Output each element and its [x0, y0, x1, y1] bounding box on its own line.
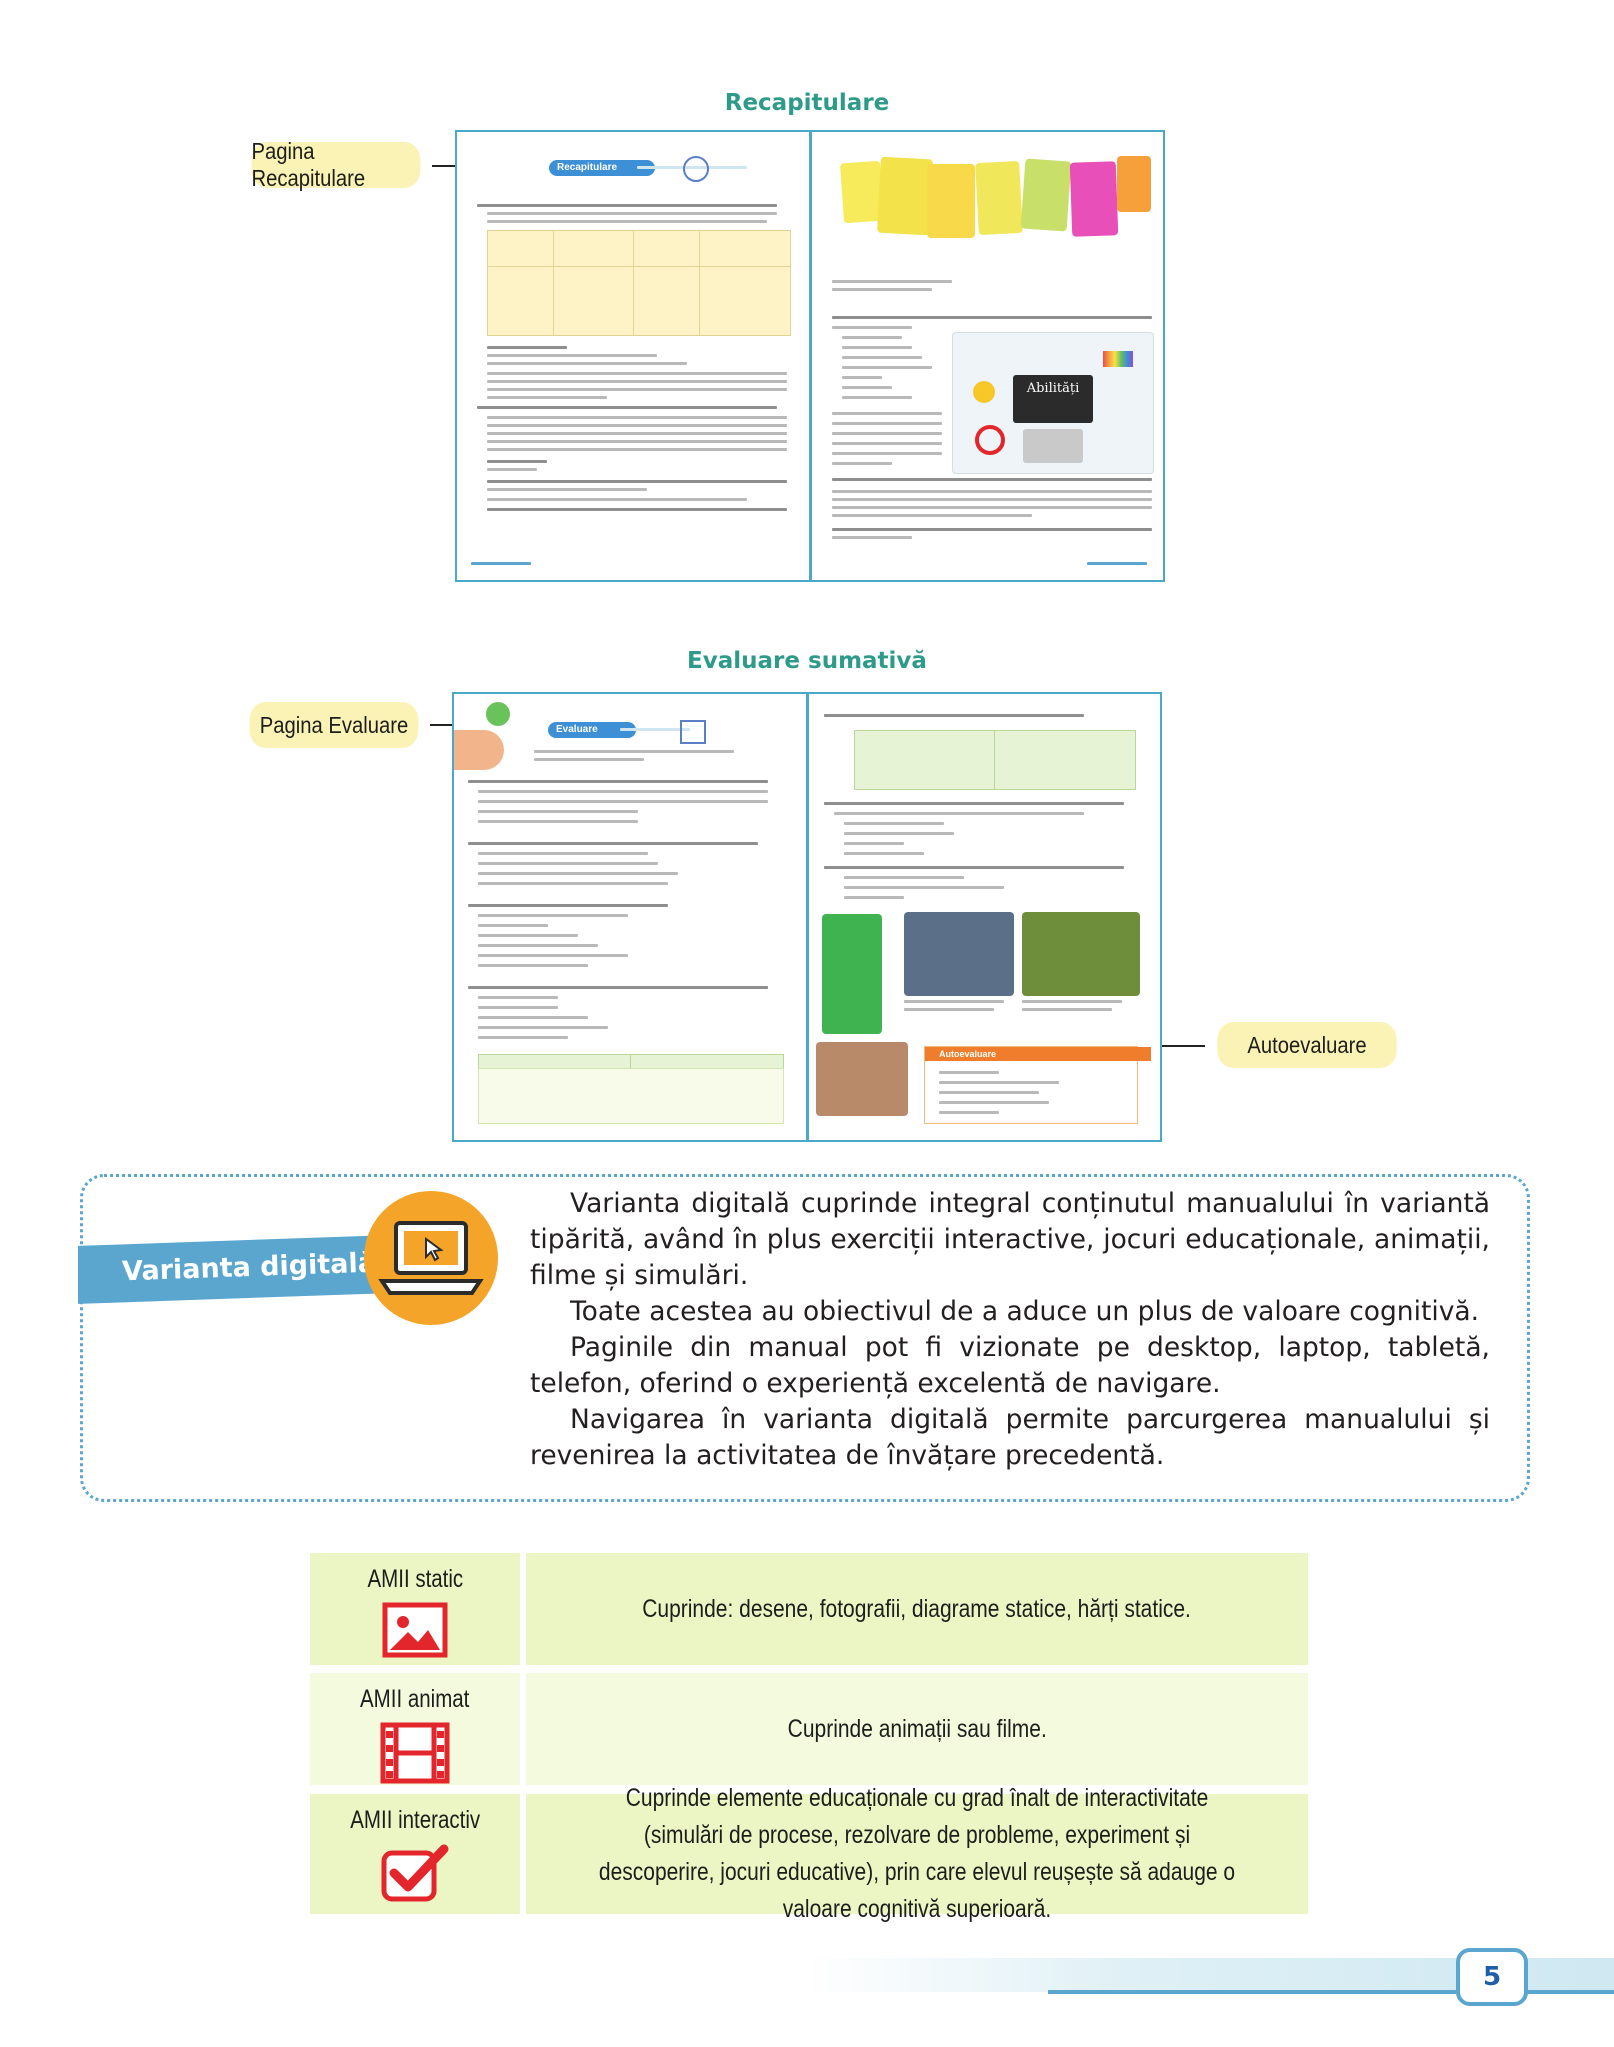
- amii-interactive-label: AMII interactiv: [350, 1806, 480, 1834]
- checkbox-icon: [381, 1844, 449, 1902]
- digital-paragraph: Varianta digitală cuprinde integral conț…: [530, 1188, 1490, 1291]
- film-icon: [380, 1722, 450, 1784]
- sticky-note-photo: [1020, 158, 1072, 232]
- skills-illustration: Abilități: [952, 332, 1154, 474]
- eval-mini-band: Evaluare: [548, 722, 636, 738]
- digital-version-text: Varianta digitală cuprinde integral conț…: [530, 1186, 1490, 1474]
- digital-paragraph: Toate acestea au obiectivul de a aduce u…: [570, 1296, 1480, 1327]
- sticky-note-photo: [927, 164, 975, 238]
- sticky-note-photo: [877, 156, 933, 236]
- auto-mini-band: Autoevaluare: [925, 1047, 1151, 1061]
- clover-icon: [486, 702, 510, 726]
- amii-animated-description: Cuprinde animații sau filme.: [787, 1714, 1047, 1743]
- student-photo: [822, 914, 882, 1034]
- group-photo: [1022, 912, 1140, 996]
- callout-self-assessment: Autoevaluare: [1217, 1022, 1397, 1068]
- digital-paragraph: Navigarea în varianta digitală permite p…: [530, 1404, 1490, 1471]
- amii-static-cell: AMII static: [310, 1553, 520, 1665]
- eval-emblem-icon: [680, 720, 706, 744]
- amii-animated-cell: AMII animat: [310, 1673, 520, 1785]
- amii-static-desc-cell: Cuprinde: desene, fotografii, diagrame s…: [526, 1553, 1308, 1665]
- sticky-note-photo: [1069, 161, 1119, 237]
- amii-interactive-desc-cell: Cuprinde elemente educaționale cu grad î…: [526, 1784, 1308, 1923]
- footer-line: [1048, 1990, 1614, 1994]
- callout-eval-page: Pagina Evaluare: [249, 702, 419, 748]
- eval-section-title: Evaluare sumativă: [687, 648, 927, 674]
- amii-animated-label: AMII animat: [360, 1685, 470, 1713]
- sticky-note-photo: [1117, 156, 1151, 212]
- digital-paragraph: Paginile din manual pot fi vizionate pe …: [530, 1332, 1490, 1399]
- skills-word: Abilități: [1026, 381, 1080, 396]
- eval-spread-thumbnail: Evaluare Autoevaluare: [452, 692, 1162, 1142]
- page-number: 5: [1456, 1948, 1528, 2006]
- amii-interactive-description: Cuprinde elemente educaționale cu grad î…: [598, 1784, 1236, 1923]
- recap-mini-band: Recapitulare: [549, 160, 655, 176]
- digital-version-box: [80, 1174, 1530, 1502]
- image-icon: [382, 1602, 448, 1658]
- amii-static-description: Cuprinde: desene, fotografii, diagrame s…: [642, 1594, 1192, 1623]
- friends-photo: [816, 1042, 908, 1116]
- callout-recap-page: Pagina Recapitulare: [251, 138, 421, 191]
- amii-animated-desc-cell: Cuprinde animații sau filme.: [526, 1673, 1308, 1785]
- hand-illustration: [454, 730, 504, 770]
- sticky-note-photo: [975, 160, 1023, 236]
- recap-spread-thumbnail: Recapitulare Abilități: [455, 130, 1165, 582]
- phones-photo: [904, 912, 1014, 996]
- laptop-badge: [364, 1191, 498, 1325]
- recap-emblem-icon: [683, 156, 709, 182]
- amii-static-label: AMII static: [367, 1565, 463, 1593]
- recap-section-title: Recapitulare: [724, 90, 890, 116]
- amii-interactive-cell: AMII interactiv: [310, 1794, 520, 1914]
- laptop-icon: [378, 1221, 484, 1295]
